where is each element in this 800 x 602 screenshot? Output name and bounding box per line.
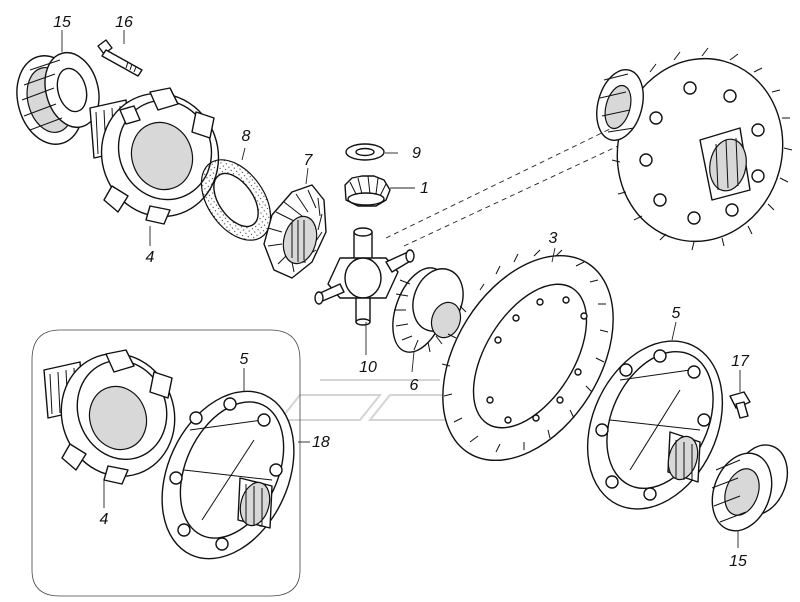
part-7-side-gear	[263, 184, 327, 279]
callout-1: 1	[420, 180, 429, 197]
part-10-spider-cross	[314, 227, 415, 326]
callout-10: 10	[359, 359, 377, 376]
callout-15-bottom: 15	[729, 553, 747, 570]
callout-labels: 15 16 8 9 7 1 4 3 10 6 5 5 17 18 4 15	[53, 14, 750, 570]
callout-9: 9	[412, 145, 421, 162]
part-1-pinion-gear	[344, 175, 391, 207]
part-8-washer	[200, 159, 272, 241]
part-9-washer	[345, 143, 385, 161]
part-3-ring-gear	[441, 249, 614, 462]
part-6-side-gear	[392, 267, 464, 353]
part-4-housing-top	[89, 87, 220, 225]
part-5-flange-bottom	[161, 390, 295, 560]
callout-17: 17	[731, 353, 750, 370]
callout-7: 7	[304, 152, 314, 169]
callout-15-top: 15	[53, 14, 71, 31]
callout-3: 3	[549, 230, 558, 247]
part-15-bearing-top	[16, 51, 100, 145]
part-15-bearing-bottom	[711, 444, 789, 532]
callout-4-bottom: 4	[100, 511, 109, 528]
assembly-18-frame	[31, 329, 301, 597]
callout-16: 16	[115, 14, 133, 31]
part-assembly-top-right	[596, 47, 793, 251]
watermark-logo	[277, 379, 473, 421]
part-5-flange-right	[586, 340, 724, 510]
part-4-housing-bottom	[43, 349, 176, 485]
part-17-bolt	[729, 391, 751, 419]
callout-4-top: 4	[146, 249, 155, 266]
callout-6: 6	[410, 377, 419, 394]
callout-18: 18	[312, 434, 330, 451]
callout-8: 8	[242, 128, 251, 145]
leader-lines	[61, 30, 741, 548]
part-16-bolt	[97, 39, 143, 77]
callout-5-right: 5	[672, 305, 681, 322]
callout-5-bottom: 5	[240, 351, 249, 368]
